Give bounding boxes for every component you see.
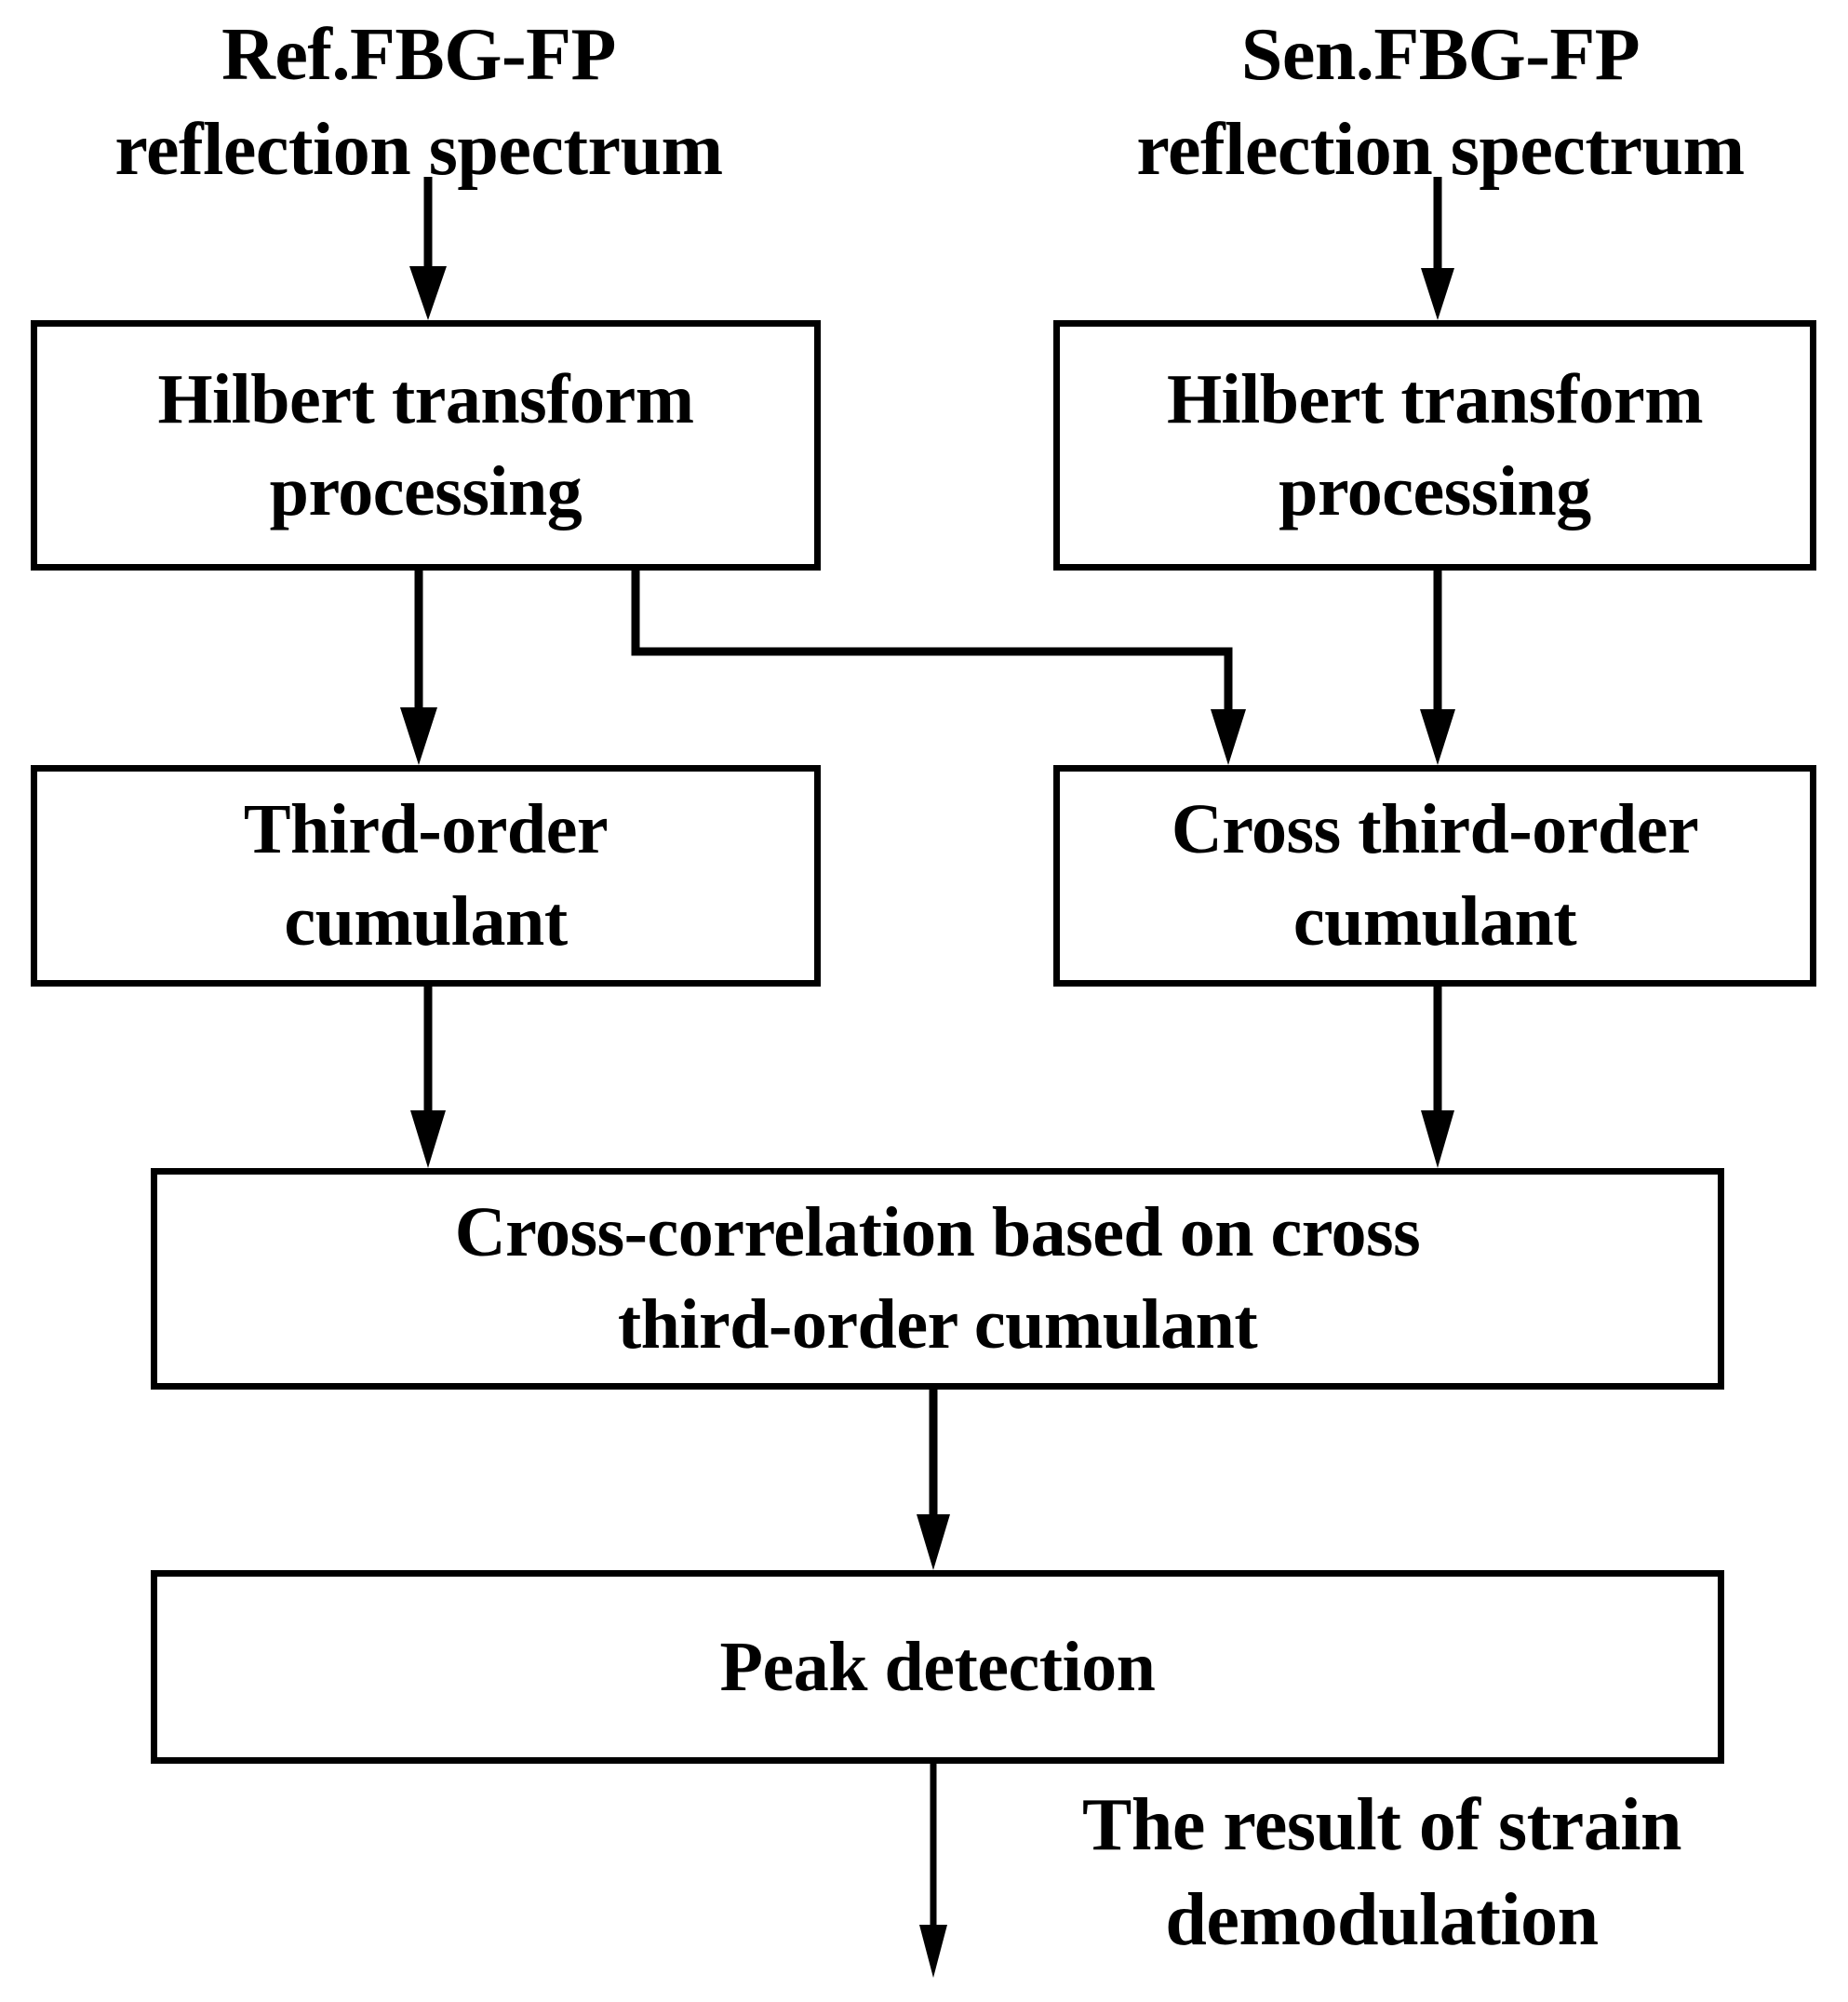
edge-hilbert-ref-to-cross-third-order	[631, 571, 1246, 765]
edge-ref-to-hilbert-ref	[409, 177, 447, 320]
edge-cross-correlation-to-peak-detection	[917, 1390, 950, 1570]
node-label: Peak detection	[719, 1627, 1156, 1706]
edge-sen-to-hilbert-sen	[1421, 177, 1454, 320]
node-peak-detection[interactable]: Peak detection	[151, 1570, 1724, 1764]
edge-peak-detection-to-result	[919, 1764, 947, 1978]
edge-cross-third-order-to-cross-correlation	[1421, 987, 1454, 1168]
edge-hilbert-sen-to-cross-third-order	[1420, 571, 1455, 765]
edge-third-order-to-cross-correlation	[410, 987, 446, 1168]
edge-hilbert-ref-to-third-order	[400, 571, 437, 765]
